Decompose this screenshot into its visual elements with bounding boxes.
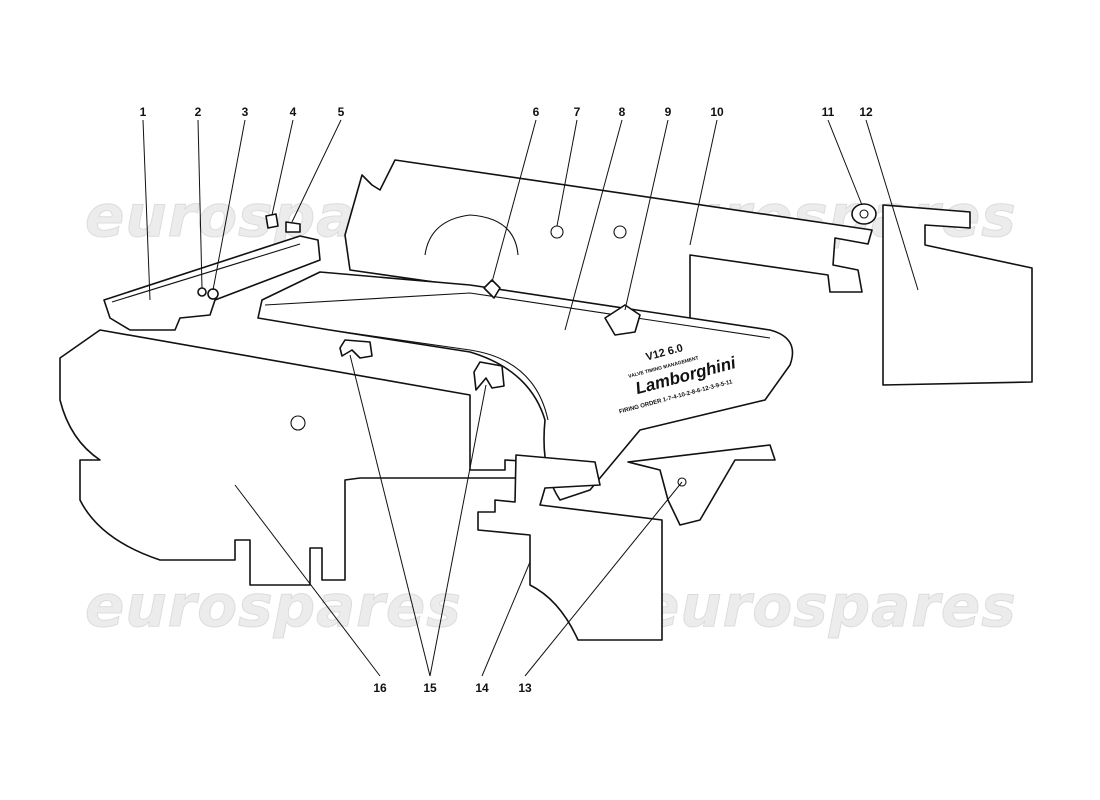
cover-ridge (264, 292, 771, 339)
callout-3[interactable]: 3 (242, 105, 249, 119)
callout-8[interactable]: 8 (619, 105, 626, 119)
part-1-left-rail[interactable] (103, 235, 321, 331)
grommet-hole (859, 209, 869, 219)
callout-11[interactable]: 11 (822, 105, 835, 119)
callout-15[interactable]: 15 (423, 681, 437, 695)
part-6-fastener[interactable] (483, 279, 501, 299)
callouts: 1 2 3 4 5 6 7 8 9 10 11 12 13 14 15 16 (140, 105, 873, 695)
callout-6[interactable]: 6 (533, 105, 540, 119)
callout-14[interactable]: 14 (475, 681, 489, 695)
part-11-grommet[interactable] (851, 203, 877, 225)
hole (677, 477, 687, 487)
callout-4[interactable]: 4 (290, 105, 297, 119)
callout-5[interactable]: 5 (338, 105, 345, 119)
part-13-bracket[interactable] (627, 444, 776, 526)
rail-edge (111, 243, 301, 303)
part-3-clip[interactable] (207, 288, 219, 300)
hole (613, 225, 627, 239)
watermark: eurospares (640, 572, 1017, 640)
part-9-latch[interactable] (604, 304, 641, 336)
callout-16[interactable]: 16 (373, 681, 387, 695)
callout-10[interactable]: 10 (710, 105, 724, 119)
hole (290, 415, 306, 431)
callout-13[interactable]: 13 (518, 681, 532, 695)
part-15-bracket[interactable] (473, 361, 505, 391)
callout-9[interactable]: 9 (665, 105, 672, 119)
callout-12[interactable]: 12 (859, 105, 873, 119)
part-12-side-panel[interactable] (882, 204, 1033, 386)
part-14-centre-panel[interactable] (477, 454, 663, 641)
leader-lines (142, 119, 919, 677)
part-16-left-panel[interactable] (59, 329, 541, 586)
part-4-nut[interactable] (265, 213, 279, 229)
callout-7[interactable]: 7 (574, 105, 581, 119)
part-2-washer[interactable] (197, 287, 207, 297)
callout-2[interactable]: 2 (195, 105, 202, 119)
part-15-bracket[interactable] (339, 339, 373, 359)
dome-outline (424, 214, 519, 256)
part-5-screw[interactable] (285, 221, 301, 233)
callout-1[interactable]: 1 (140, 105, 147, 119)
cover-ridge (329, 329, 549, 421)
